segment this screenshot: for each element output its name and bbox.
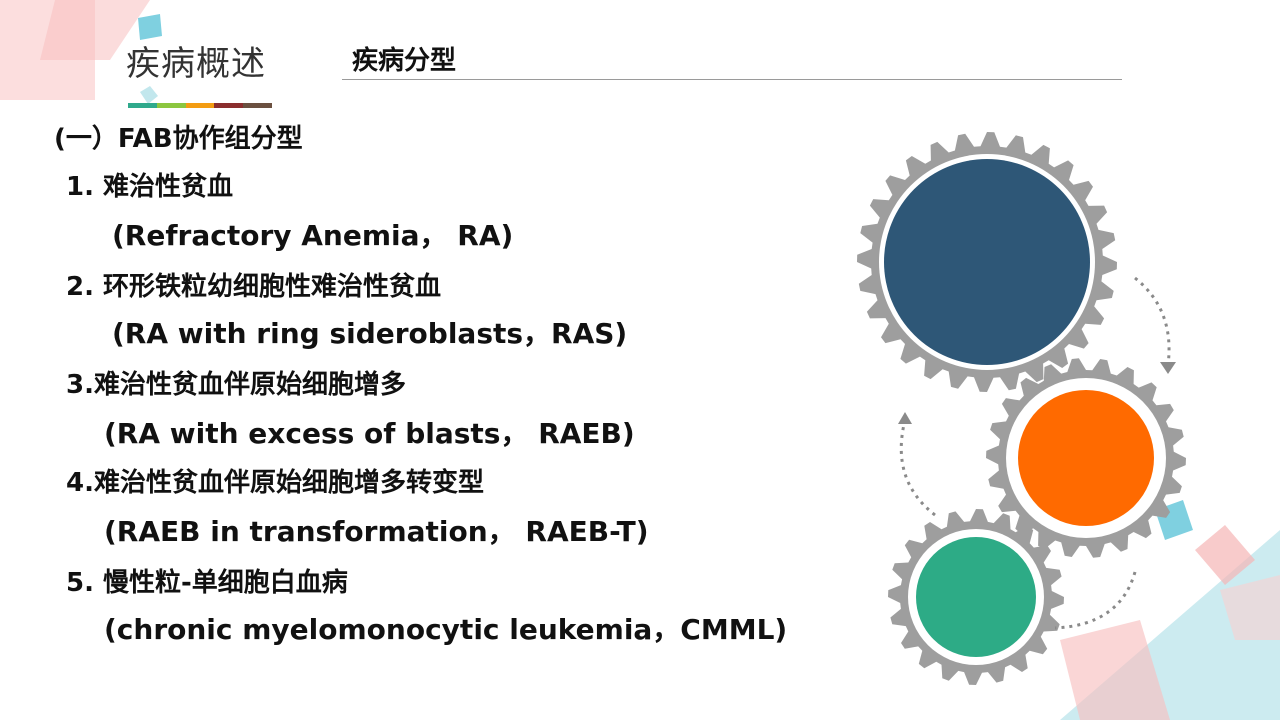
large-gear [857, 132, 1117, 392]
classification-list: (一）FAB协作组分型 1. 难治性贫血 (Refractory Anemia，… [54, 124, 788, 646]
list-item-en: (RAEB in transformation， RAEB-T) [104, 515, 649, 548]
accent-segment [156, 103, 186, 108]
header-divider [342, 79, 1122, 80]
cyan-diamond-left [140, 86, 158, 104]
medium-gear [986, 358, 1186, 558]
list-item-zh: 2. 环形铁粒幼细胞性难治性贫血 [66, 272, 442, 302]
arrowhead-right [1160, 362, 1176, 374]
gear-core [916, 537, 1036, 657]
accent-segment [128, 103, 157, 108]
list-item-en: (RA with ring sideroblasts，RAS) [112, 317, 628, 350]
accent-segment [214, 103, 244, 108]
list-item-en: (Refractory Anemia， RA) [112, 219, 514, 252]
list-item-zh: 4.难治性贫血伴原始细胞增多转变型 [66, 468, 484, 498]
accent-color-bar [128, 103, 272, 108]
list-item-zh: 5. 慢性粒-单细胞白血病 [66, 568, 348, 598]
arrowhead-left [898, 412, 912, 424]
list-item-zh: 3.难治性贫血伴原始细胞增多 [66, 370, 406, 400]
gear-core [884, 159, 1090, 365]
list-item-en: (RA with excess of blasts， RAEB) [104, 417, 635, 450]
slide-subtitle: 疾病分型 [352, 46, 457, 76]
accent-segment [185, 103, 215, 108]
list-heading: (一）FAB协作组分型 [54, 124, 303, 154]
dotted-arrow-bottom [1054, 571, 1137, 630]
small-gear [888, 509, 1064, 685]
pink-small-shape [1220, 575, 1280, 640]
cyan-square-small [138, 14, 162, 40]
dotted-arrow-right [1134, 276, 1171, 366]
section-title: 疾病概述 [126, 44, 266, 84]
pink-large-square [1060, 620, 1170, 720]
gear-core [1018, 390, 1154, 526]
list-item-en: (chronic myelomonocytic leukemia，CMML) [104, 613, 788, 646]
pink-square-rotated [40, 0, 150, 60]
accent-segment [243, 103, 272, 108]
pink-square-right [1195, 525, 1255, 585]
dotted-arrow-left [899, 419, 936, 517]
list-item-zh: 1. 难治性贫血 [66, 172, 234, 202]
